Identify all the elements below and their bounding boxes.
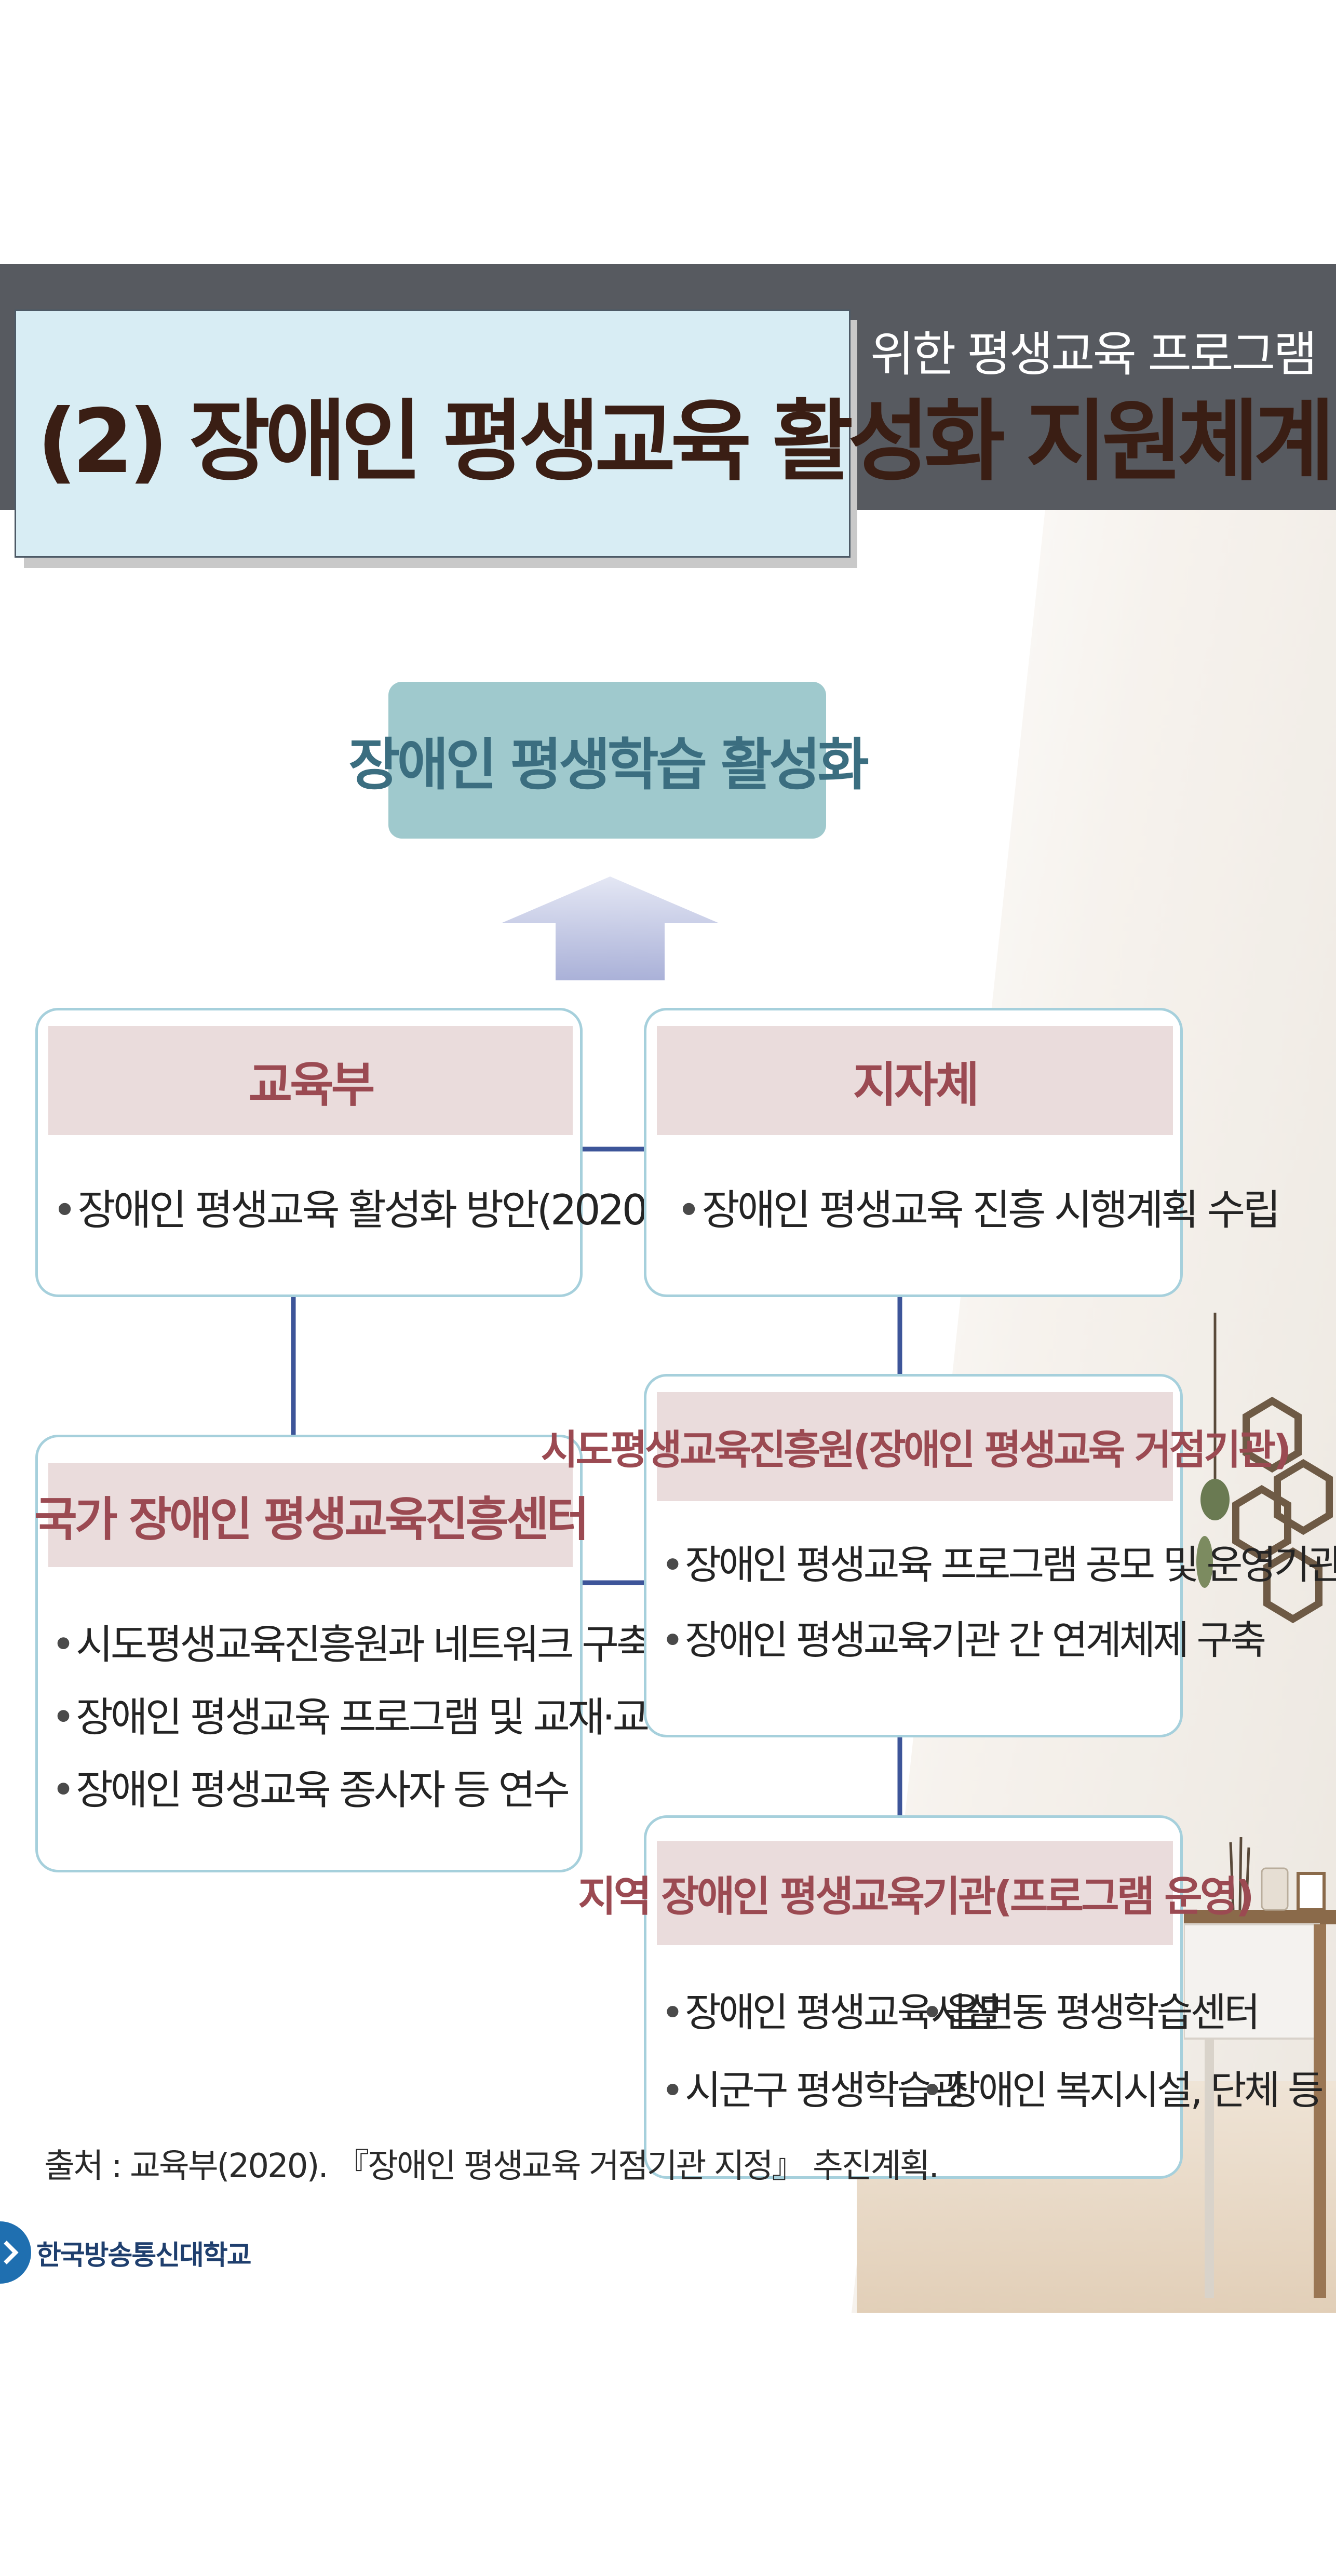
list-item: 장애인 평생교육 진흥 시행계획 수립 bbox=[677, 1177, 1281, 1237]
regional-institution-items-left: 장애인 평생교육시설 시군구 평생학습관 bbox=[661, 1974, 1001, 2129]
slide: 1. 장애인을 위한 평생교육 프로그램 (2) 장애인 평생교육 활성화 지원… bbox=[0, 264, 1336, 2313]
local-gov-title: 지자체 bbox=[657, 1026, 1173, 1135]
list-item: 장애인 복지시설, 단체 등 bbox=[921, 2052, 1324, 2129]
ministry-box: 교육부 장애인 평생교육 활성화 방안(2020~2022) bbox=[35, 1008, 789, 1297]
list-item: 장애인 평생교육기관 간 연계체제 구축 bbox=[661, 1602, 1336, 1678]
frame-icon bbox=[1297, 1872, 1326, 1911]
list-item: 시도평생교육진흥원과 네트워크 구축 bbox=[51, 1609, 841, 1681]
national-center-title: 국가 장애인 평생교육진흥센터 bbox=[34, 1463, 589, 1567]
list-item: 장애인 평생교육 프로그램 공모 및 운영기관 지원 bbox=[661, 1527, 1336, 1602]
connector-lines bbox=[291, 1147, 902, 1815]
provincial-institute-title: 시도평생교육진흥원(장애인 평생교육 거점기관) bbox=[541, 1392, 1291, 1501]
source-citation: 출처 : 교육부(2020). 『장애인 평생교육 거점기관 지정』 추진계획. bbox=[44, 2147, 939, 2186]
list-item: 장애인 평생교육 종사자 등 연수 bbox=[51, 1754, 841, 1827]
provincial-institute-box: 시도평생교육진흥원(장애인 평생교육 거점기관) 장애인 평생교육 프로그램 공… bbox=[541, 1374, 1336, 1737]
local-gov-items: 장애인 평생교육 진흥 시행계획 수립 bbox=[677, 1177, 1281, 1237]
local-gov-box: 지자체 장애인 평생교육 진흥 시행계획 수립 bbox=[644, 1008, 1281, 1297]
university-name: 한국방송통신대학교 bbox=[36, 2240, 252, 2271]
provincial-institute-items: 장애인 평생교육 프로그램 공모 및 운영기관 지원 장애인 평생교육기관 간 … bbox=[661, 1527, 1336, 1678]
jar-icon bbox=[1261, 1867, 1289, 1911]
up-arrow-icon bbox=[501, 876, 719, 980]
list-item: 읍면동 평생학습센터 bbox=[921, 1974, 1321, 2052]
goal-label: 장애인 평생학습 활성화 bbox=[348, 733, 869, 798]
title-box: (2) 장애인 평생교육 활성화 지원체계 bbox=[15, 309, 1335, 558]
national-center-box: 국가 장애인 평생교육진흥센터 시도평생교육진흥원과 네트워크 구축 장애인 평… bbox=[34, 1435, 844, 1872]
desk-top bbox=[1184, 1910, 1336, 1924]
regional-institution-title: 지역 장애인 평생교육기관(프로그램 운영) bbox=[578, 1841, 1254, 1945]
university-emblem-icon bbox=[0, 2221, 31, 2284]
regional-institution-items-right: 읍면동 평생학습센터 장애인 복지시설, 단체 등 bbox=[921, 1974, 1324, 2129]
page-title: (2) 장애인 평생교육 활성화 지원체계 bbox=[37, 390, 1335, 493]
list-item: 시군구 평생학습관 bbox=[661, 2052, 998, 2129]
ministry-title: 교육부 bbox=[48, 1026, 573, 1135]
goal-box: 장애인 평생학습 활성화 bbox=[348, 682, 869, 839]
pencil-cup-icon bbox=[1229, 1837, 1250, 1910]
regional-institution-box: 지역 장애인 평생교육기관(프로그램 운영) 장애인 평생교육시설 시군구 평생… bbox=[578, 1815, 1324, 2179]
university-logo: 한국방송통신대학교 bbox=[0, 2221, 252, 2284]
